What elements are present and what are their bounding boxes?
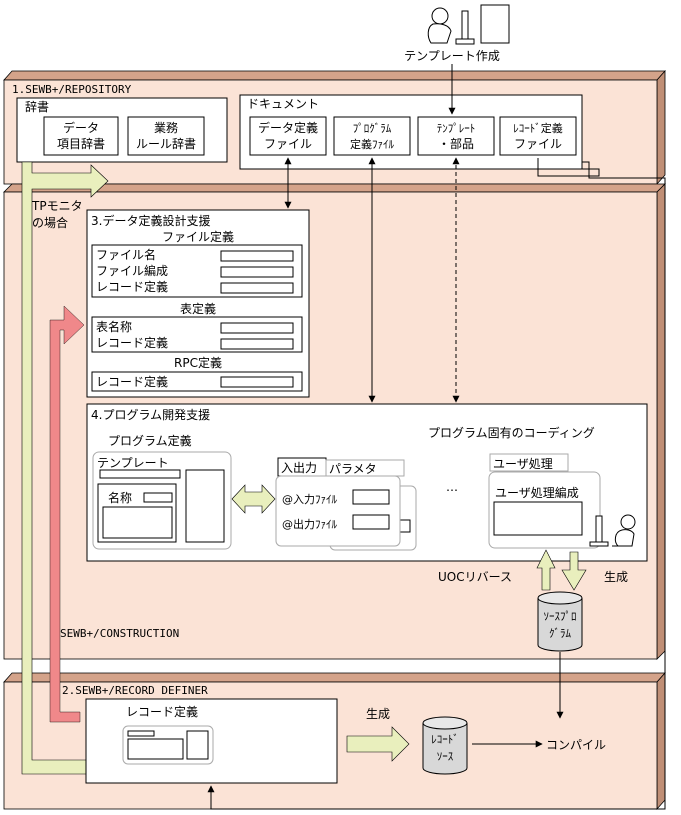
template-io-double-arrow [231, 484, 276, 514]
record-generate-label: 生成 [366, 707, 390, 721]
tp-monitor-line2: の場合 [32, 215, 68, 230]
record-def-box: レコード定義 [85, 698, 338, 784]
business-rule-dictionary-line2: ルール辞書 [136, 136, 196, 151]
name-label: 名称 [108, 490, 132, 505]
program-def-file-line2: 定義ﾌｧｲﾙ [350, 137, 394, 151]
data-def-file-line2: ファイル [264, 137, 312, 151]
data-item-dictionary-line1: データ [63, 120, 99, 135]
file-name-label: ファイル名 [96, 247, 156, 262]
program-dev-title: 4.プログラム開発支援 [91, 408, 210, 422]
source-program-cylinder: ｿｰｽﾌﾟﾛ ｸﾞﾗﾑ [537, 591, 583, 652]
file-org-label: ファイル編成 [96, 263, 168, 278]
record-source-line2: ｿｰｽ [437, 750, 454, 763]
connectors [207, 64, 666, 810]
uoc-reverse-label: UOCリバース [438, 570, 512, 584]
input-file-label: @入力ﾌｧｲﾙ [282, 493, 337, 506]
source-program-line2: ｸﾞﾗﾑ [549, 627, 571, 640]
record-definer-title: 2.SEWB+/RECORD DEFINER [62, 684, 208, 697]
template-author-label: テンプレート作成 [404, 49, 500, 63]
generate-down-arrow [561, 551, 587, 591]
rpc-def-section-title: RPC定義 [174, 355, 222, 370]
dictionary-title: 辞書 [25, 99, 49, 114]
data-def-support-box: 3.データ定義設計支援 ファイル定義 ファイル名 ファイル編成 レコード定義 表… [86, 209, 310, 398]
data-item-dictionary-line2: 項目辞書 [57, 136, 105, 151]
record-def-feedback-arrow [49, 305, 85, 723]
construction-title: SEWB+/CONSTRUCTION [60, 627, 179, 640]
record-generate-arrow [346, 726, 410, 762]
data-def-file-line1: データ定義 [258, 120, 318, 135]
generate-label-top: 生成 [604, 570, 628, 584]
ellipsis: … [446, 480, 458, 494]
template-label: テンプレート [97, 456, 169, 470]
file-def-section-title: ファイル定義 [162, 229, 234, 244]
file-record-def-label: レコード定義 [96, 279, 168, 294]
io-tab: 入出力 [281, 461, 317, 475]
program-def-label: プログラム定義 [108, 433, 192, 448]
documents-group: ドキュメント データ定義 ファイル ﾌﾟﾛｸﾞﾗﾑ 定義ﾌｧｲﾙ ﾃﾝﾌﾟﾚｰﾄ… [239, 94, 583, 170]
template-parts-line2: ・部品 [438, 136, 474, 151]
user-proc-edit-label: ユーザ処理編成 [495, 485, 579, 500]
record-def-file-line1: ﾚｺｰﾄﾞ定義 [513, 121, 563, 135]
template-parts-line1: ﾃﾝﾌﾟﾚｰﾄ [437, 122, 476, 135]
data-def-support-title: 3.データ定義設計支援 [91, 213, 210, 228]
record-file-feedback-loop [207, 161, 666, 810]
documents-title: ドキュメント [247, 97, 319, 111]
source-program-line1: ｿｰｽﾌﾟﾛ [544, 610, 577, 623]
table-name-label: 表名称 [96, 319, 132, 334]
table-def-section-title: 表定義 [180, 301, 216, 316]
record-source-cylinder: ﾚｺｰﾄﾞ ｿｰｽ [422, 716, 468, 775]
table-record-def-label: レコード定義 [96, 335, 168, 350]
uoc-reverse-arrow [536, 549, 556, 591]
param-tab: パラメタ [329, 462, 377, 476]
developer-icon [589, 514, 636, 547]
rpc-record-def-label: レコード定義 [96, 374, 168, 389]
record-def-label: レコード定義 [126, 704, 198, 719]
compile-label: コンパイル [546, 738, 606, 752]
record-source-line1: ﾚｺｰﾄﾞ [431, 733, 459, 746]
coding-label: プログラム固有のコーディング [428, 425, 595, 440]
program-def-file-line1: ﾌﾟﾛｸﾞﾗﾑ [353, 122, 392, 135]
business-rule-dictionary-line1: 業務 [154, 121, 178, 135]
record-def-file-loop [537, 158, 600, 177]
dictionary-group: 辞書 データ 項目辞書 業務 ルール辞書 [16, 97, 228, 163]
tp-monitor-line1: TPモニタ [31, 199, 83, 213]
user-proc-tab: ユーザ処理 [493, 457, 553, 471]
record-def-file-line2: ファイル [514, 137, 562, 151]
program-dev-support-box: 4.プログラム開発支援 プログラム定義 プログラム固有のコーディング テンプレー… [86, 403, 648, 562]
output-file-label: @出力ﾌｧｲﾙ [282, 517, 337, 531]
template-author-icon [427, 4, 510, 45]
repository-title: 1.SEWB+/REPOSITORY [12, 83, 132, 96]
